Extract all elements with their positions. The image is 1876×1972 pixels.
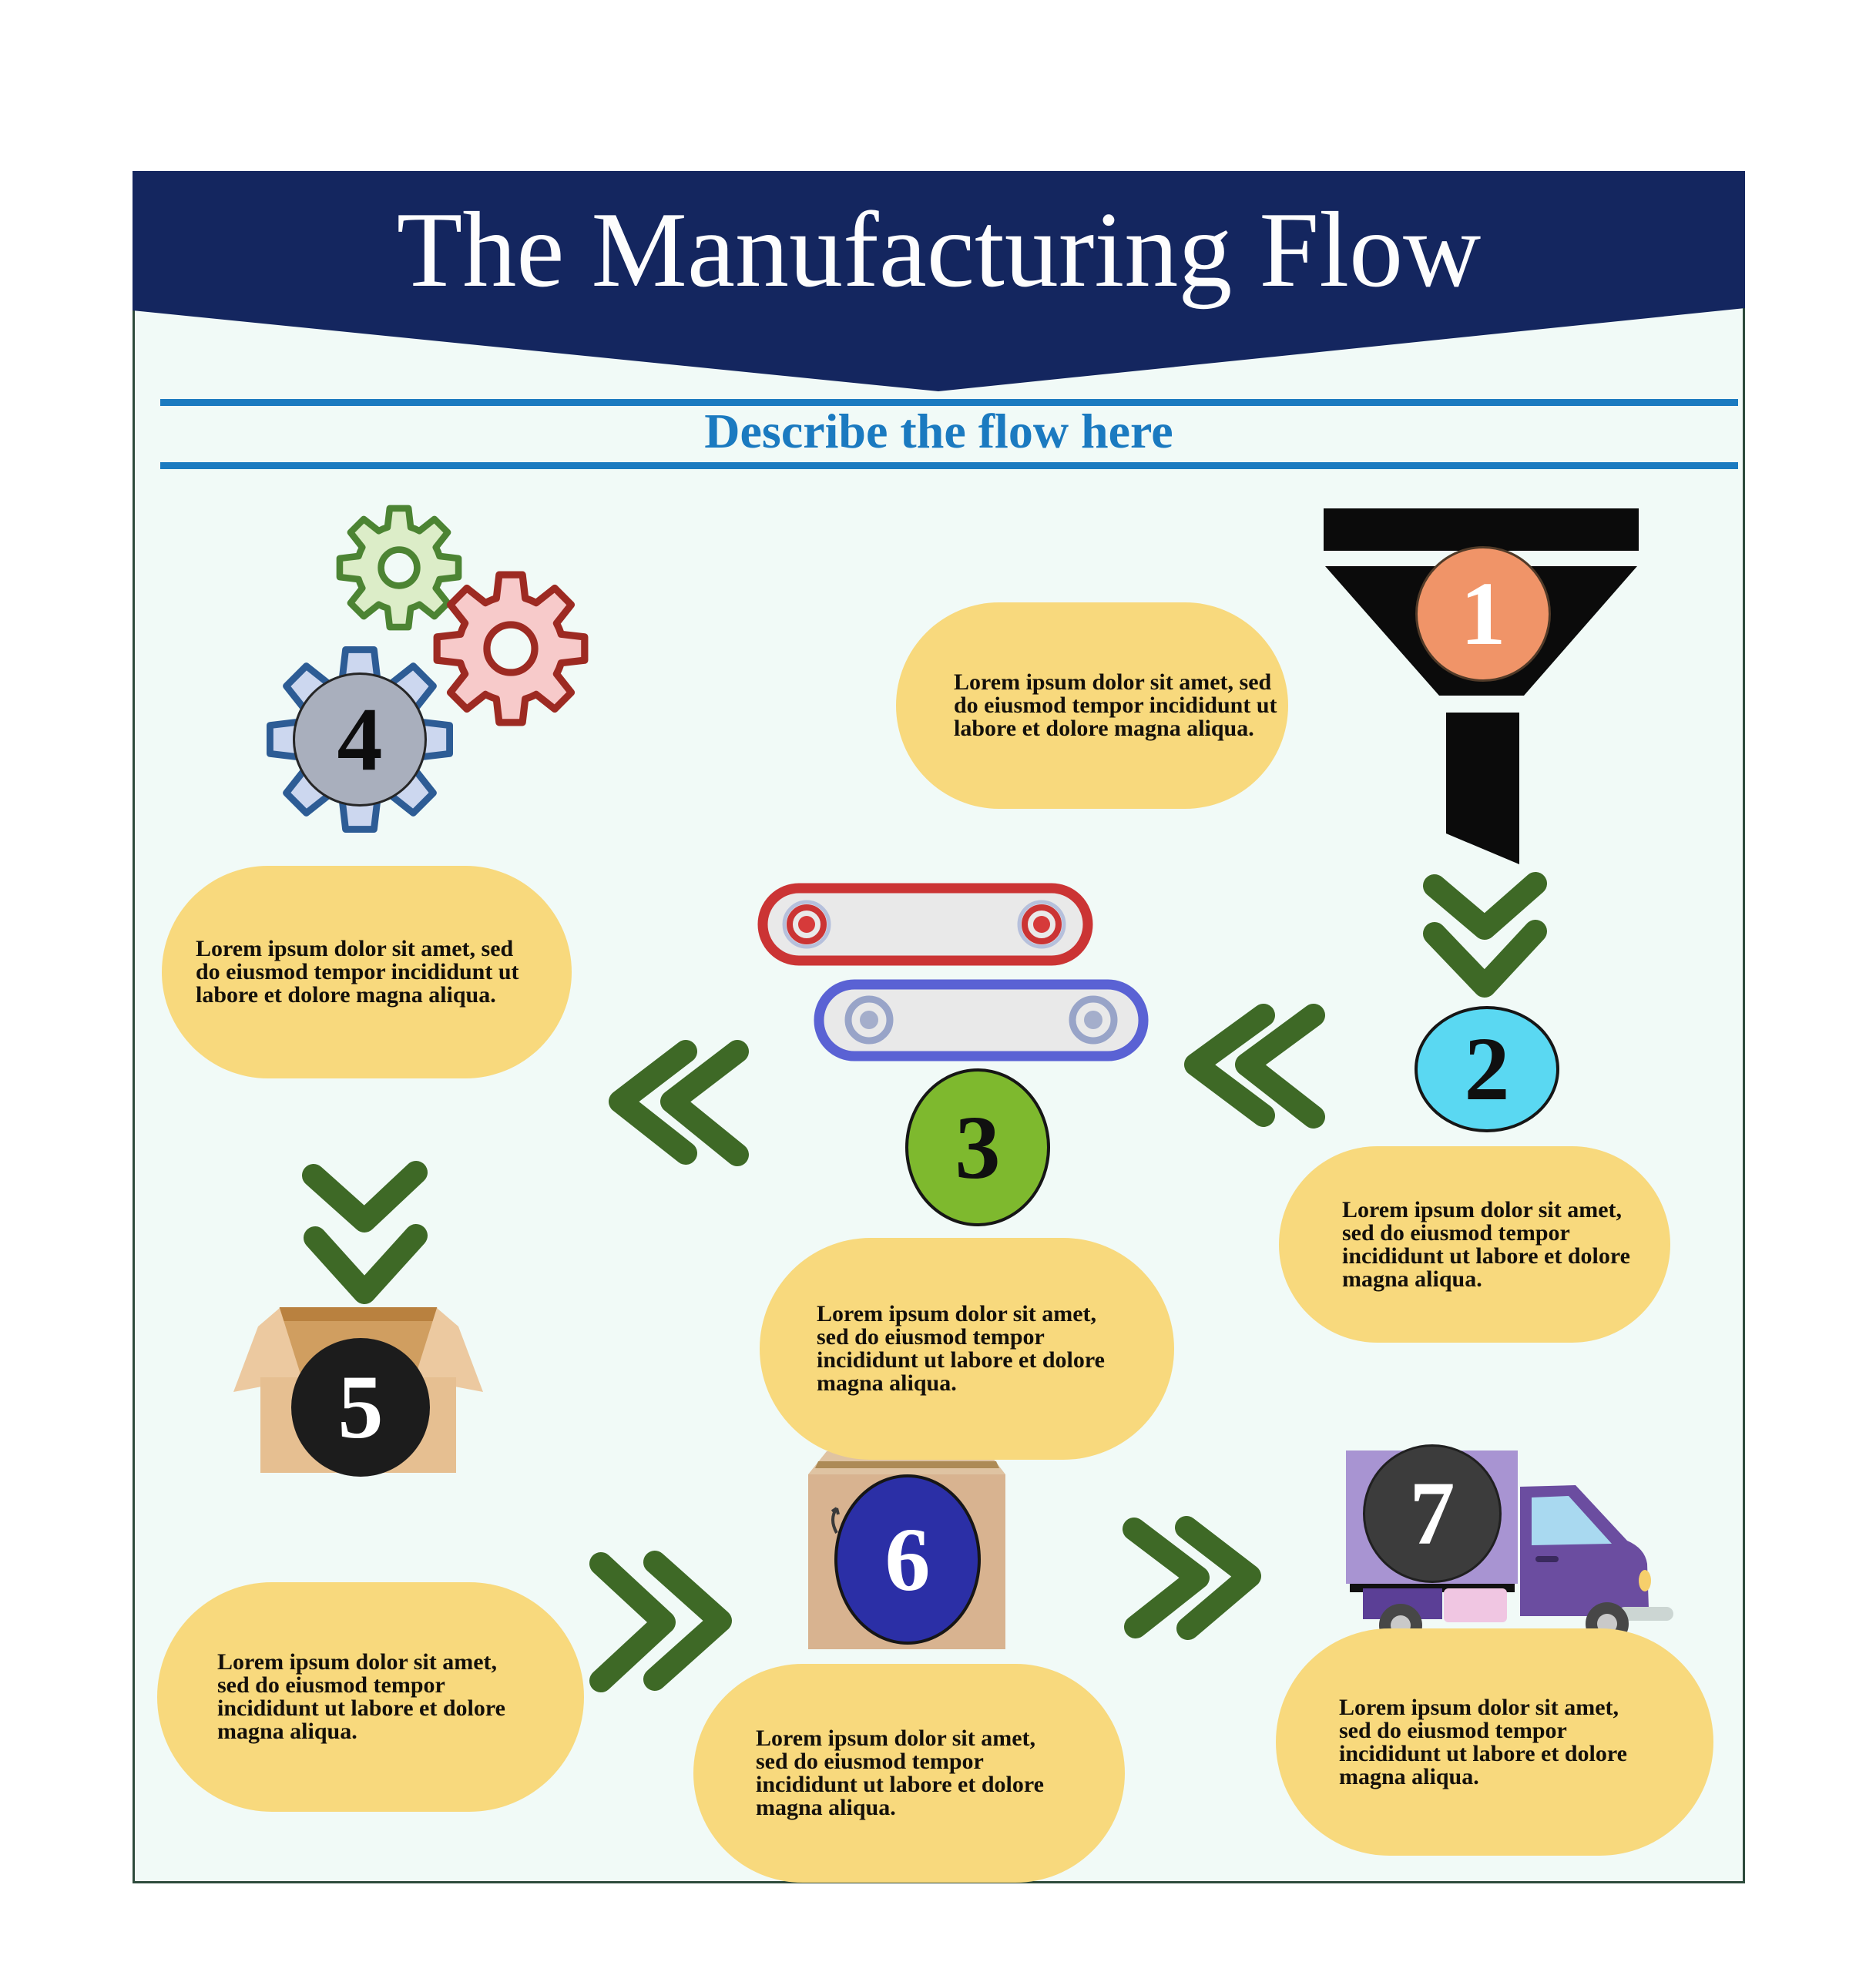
bubble-text-line: sed do eiusmod tempor [756,1749,984,1774]
right-arrow-icon [1123,1516,1261,1640]
step-number: 7 [1409,1463,1455,1564]
step-5-marker: 5 [291,1338,430,1477]
divider [160,462,1738,469]
bubble-text-line: sed do eiusmod tempor [1339,1717,1567,1743]
bubble-text-line: incididunt ut labore et dolore [1339,1740,1627,1766]
bubble-text-line: do eiusmod tempor incididunt ut [196,959,519,984]
bubble-text-line: magna aliqua. [817,1370,957,1396]
page-subtitle: Describe the flow here [704,404,1173,458]
conveyor-roller [782,900,1066,949]
conveyor-icon [757,883,1149,1061]
down-arrow-icon [302,1161,428,1304]
right-arrow-icon [589,1551,732,1692]
bubble-text-line: sed do eiusmod tempor [817,1324,1045,1350]
bubble-text-line: magna aliqua. [756,1795,896,1820]
step-number: 3 [955,1096,1001,1198]
step-1-bubble: Lorem ipsum dolor sit amet, sed do eiusm… [896,602,1288,809]
step-2-marker: 2 [1415,1006,1559,1132]
step-6-bubble: Lorem ipsum dolor sit amet, sed do eiusm… [693,1664,1125,1883]
step-3-bubble: Lorem ipsum dolor sit amet, sed do eiusm… [760,1238,1174,1460]
bubble-text-line: incididunt ut labore et dolore [817,1347,1105,1373]
page-title: The Manufacturing Flow [396,190,1482,310]
step-number: 5 [337,1357,384,1457]
step-2-bubble: Lorem ipsum dolor sit amet, sed do eiusm… [1279,1146,1670,1343]
step-number: 1 [1460,563,1506,664]
step-7-marker: 7 [1363,1444,1502,1583]
step-4-marker: 4 [293,672,427,807]
bubble-text-line: magna aliqua. [1342,1266,1482,1292]
bubble-text-line: magna aliqua. [1339,1763,1479,1789]
bubble-text-line: labore et dolore magna aliqua. [954,716,1254,741]
bubble-text-line: sed do eiusmod tempor [217,1672,445,1698]
step-7-bubble: Lorem ipsum dolor sit amet, sed do eiusm… [1276,1628,1713,1856]
left-arrow-icon [1184,1004,1325,1129]
bubble-text-line: Lorem ipsum dolor sit amet, [217,1649,498,1675]
bubble-text-line: incididunt ut labore et dolore [1342,1243,1630,1269]
conveyor-roller [844,995,1118,1045]
bubble-text-line: sed do eiusmod tempor [1342,1219,1570,1246]
bubble-text-line: Lorem ipsum dolor sit amet, [756,1726,1036,1751]
bubble-text-line: incididunt ut labore et dolore [217,1695,505,1721]
step-3-marker: 3 [905,1068,1050,1226]
step-number: 6 [884,1508,931,1610]
bubble-text-line: Lorem ipsum dolor sit amet, [1339,1694,1619,1720]
bubble-text-line: Lorem ipsum dolor sit amet, sed [954,669,1272,695]
step-5-bubble: Lorem ipsum dolor sit amet, sed do eiusm… [157,1582,584,1812]
step-number: 4 [337,689,383,790]
down-arrow-icon [1423,872,1547,998]
divider [160,399,1738,406]
step-1-marker: 1 [1415,546,1551,682]
bubble-text-line: Lorem ipsum dolor sit amet, sed [196,936,514,961]
step-4-bubble: Lorem ipsum dolor sit amet, sed do eiusm… [162,866,572,1078]
bubble-text-line: magna aliqua. [217,1719,357,1744]
bubble-text-line: do eiusmod tempor incididunt ut [954,693,1277,718]
banner-shape [133,171,1745,391]
gears-icon [270,508,584,830]
bubble-text-line: Lorem ipsum dolor sit amet, [1342,1196,1623,1222]
step-6-marker: 6 [834,1474,981,1645]
bubble-text-line: Lorem ipsum dolor sit amet, [817,1301,1097,1326]
step-number: 2 [1464,1018,1510,1119]
left-arrow-icon [609,1040,749,1166]
bubble-text-line: labore et dolore magna aliqua. [196,982,496,1008]
bubble-text-line: incididunt ut labore et dolore [756,1772,1044,1797]
